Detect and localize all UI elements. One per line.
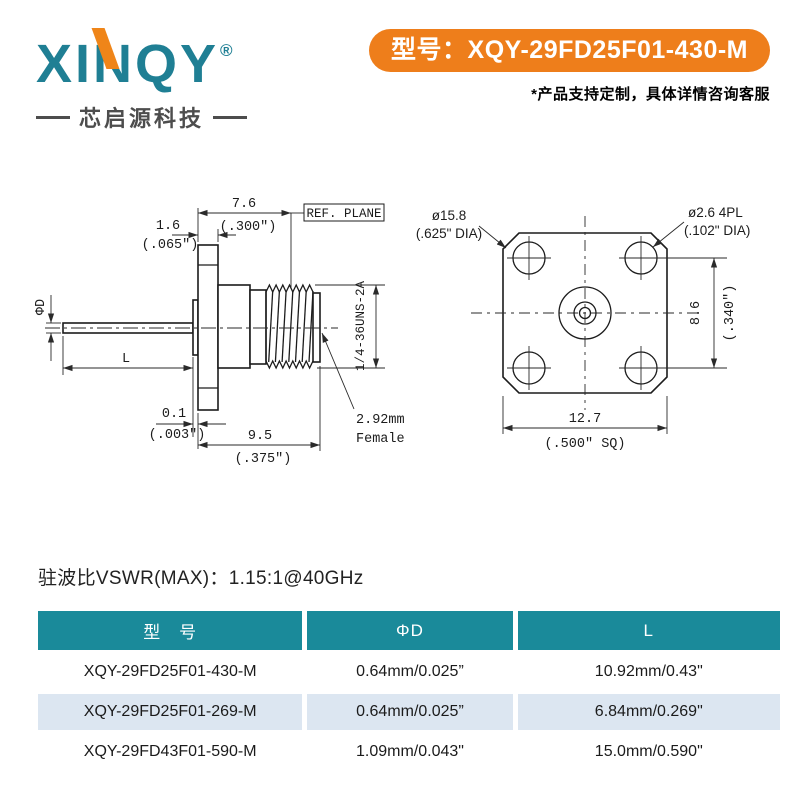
dim-7-6: 7.6 bbox=[232, 197, 256, 212]
dim-0-1-inch: (.003″) bbox=[149, 428, 206, 443]
connector-drawing-svg: 7.6 (.300″) REF. PLANE 1.6 (.065″) ΦD L … bbox=[34, 197, 750, 467]
model-badge: 型号：XQY-29FD25F01-430-M bbox=[369, 29, 770, 72]
center-interface bbox=[558, 286, 612, 340]
table-cell-phid: 1.09mm/0.043" bbox=[307, 734, 513, 770]
logo-text: XINQY bbox=[36, 34, 220, 94]
flange-dia-inch-label: (.625" DIA) bbox=[416, 226, 482, 241]
table-cell-model: XQY-29FD25F01-269-M bbox=[38, 694, 303, 730]
logo-tagline: 芯启源科技 bbox=[36, 101, 276, 133]
brand-logo: XINQY® 芯启源科技 bbox=[36, 22, 276, 133]
ref-plane-box bbox=[303, 203, 385, 222]
vswr-spec: 驻波比VSWR(MAX)：1.15:1@40GHz bbox=[38, 568, 364, 589]
registered-mark: ® bbox=[220, 41, 233, 60]
table-cell-l: 6.84mm/0.269" bbox=[517, 694, 780, 730]
col-header-model: 型 号 bbox=[38, 611, 303, 650]
dim-12-7: 12.7 bbox=[569, 412, 601, 427]
dim-0-1: 0.1 bbox=[162, 407, 186, 422]
customization-note: *产品支持定制，具体详情咨询客服 bbox=[531, 86, 770, 103]
ref-plane-label: REF. PLANE bbox=[306, 207, 381, 221]
dim-8-6-inch: (.340″) bbox=[723, 285, 738, 342]
tagline-rule-right bbox=[213, 115, 248, 119]
dim-9-5-inch: (.375″) bbox=[235, 452, 292, 467]
table-cell-model: XQY-29FD43F01-590-M bbox=[38, 734, 303, 770]
dim-l: L bbox=[122, 352, 130, 367]
dim-9-5: 9.5 bbox=[248, 429, 272, 444]
dim-12-7-inch: (.500″ SQ) bbox=[544, 437, 625, 452]
interface-leader bbox=[321, 332, 355, 410]
dim-7-6-inch: (.300″) bbox=[220, 220, 277, 235]
dim-1-6: 1.6 bbox=[156, 219, 180, 234]
side-view: 7.6 (.300″) REF. PLANE 1.6 (.065″) ΦD L … bbox=[34, 197, 405, 467]
col-header-phid: ΦD bbox=[307, 611, 513, 650]
table-cell-phid: 0.64mm/0.025” bbox=[307, 694, 513, 730]
front-view: ø15.8 (.625" DIA) ø2.6 4PL (.102" DIA) 8… bbox=[416, 205, 750, 452]
col-header-l: L bbox=[517, 611, 780, 650]
table-cell-model: XQY-29FD25F01-430-M bbox=[38, 654, 303, 690]
table-cell-phid: 0.64mm/0.025” bbox=[307, 654, 513, 690]
body-step bbox=[249, 289, 267, 365]
front-barrel bbox=[312, 292, 321, 363]
flange-dia-leader bbox=[478, 225, 507, 249]
interface-gender-label: Female bbox=[356, 432, 405, 447]
tagline-text: 芯启源科技 bbox=[79, 106, 205, 131]
logo-wordmark: XINQY® bbox=[36, 22, 276, 93]
table-cell-l: 10.92mm/0.43" bbox=[517, 654, 780, 690]
technical-drawing: 7.6 (.300″) REF. PLANE 1.6 (.065″) ΦD L … bbox=[20, 185, 790, 475]
interface-size-label: 2.92mm bbox=[356, 413, 405, 428]
flange-dia-label: ø15.8 bbox=[432, 208, 467, 223]
table-cell-l: 15.0mm/0.590" bbox=[517, 734, 780, 770]
thread-section bbox=[265, 283, 314, 370]
flange-plate bbox=[197, 244, 219, 411]
dim-8-6: 8.6 bbox=[689, 301, 704, 325]
model-spec-table: 型 号 ΦD L XQY-29FD25F01-430-M 0.64mm/0.02… bbox=[38, 611, 780, 770]
dim-phi-d: ΦD bbox=[34, 299, 49, 315]
hole-dia-leader bbox=[652, 221, 685, 248]
thread-spec-label: 1/4-36UNS-2A bbox=[354, 280, 368, 371]
body-neck bbox=[217, 284, 251, 369]
hole-dia-inch-label: (.102" DIA) bbox=[684, 223, 750, 238]
dim-1-6-inch: (.065″) bbox=[142, 238, 199, 253]
tagline-rule-left bbox=[36, 115, 70, 119]
mounting-holes bbox=[507, 236, 663, 390]
hole-dia-label: ø2.6 4PL bbox=[688, 205, 743, 220]
model-header: 型号：XQY-29FD25F01-430-M *产品支持定制，具体详情咨询客服 bbox=[369, 29, 770, 104]
